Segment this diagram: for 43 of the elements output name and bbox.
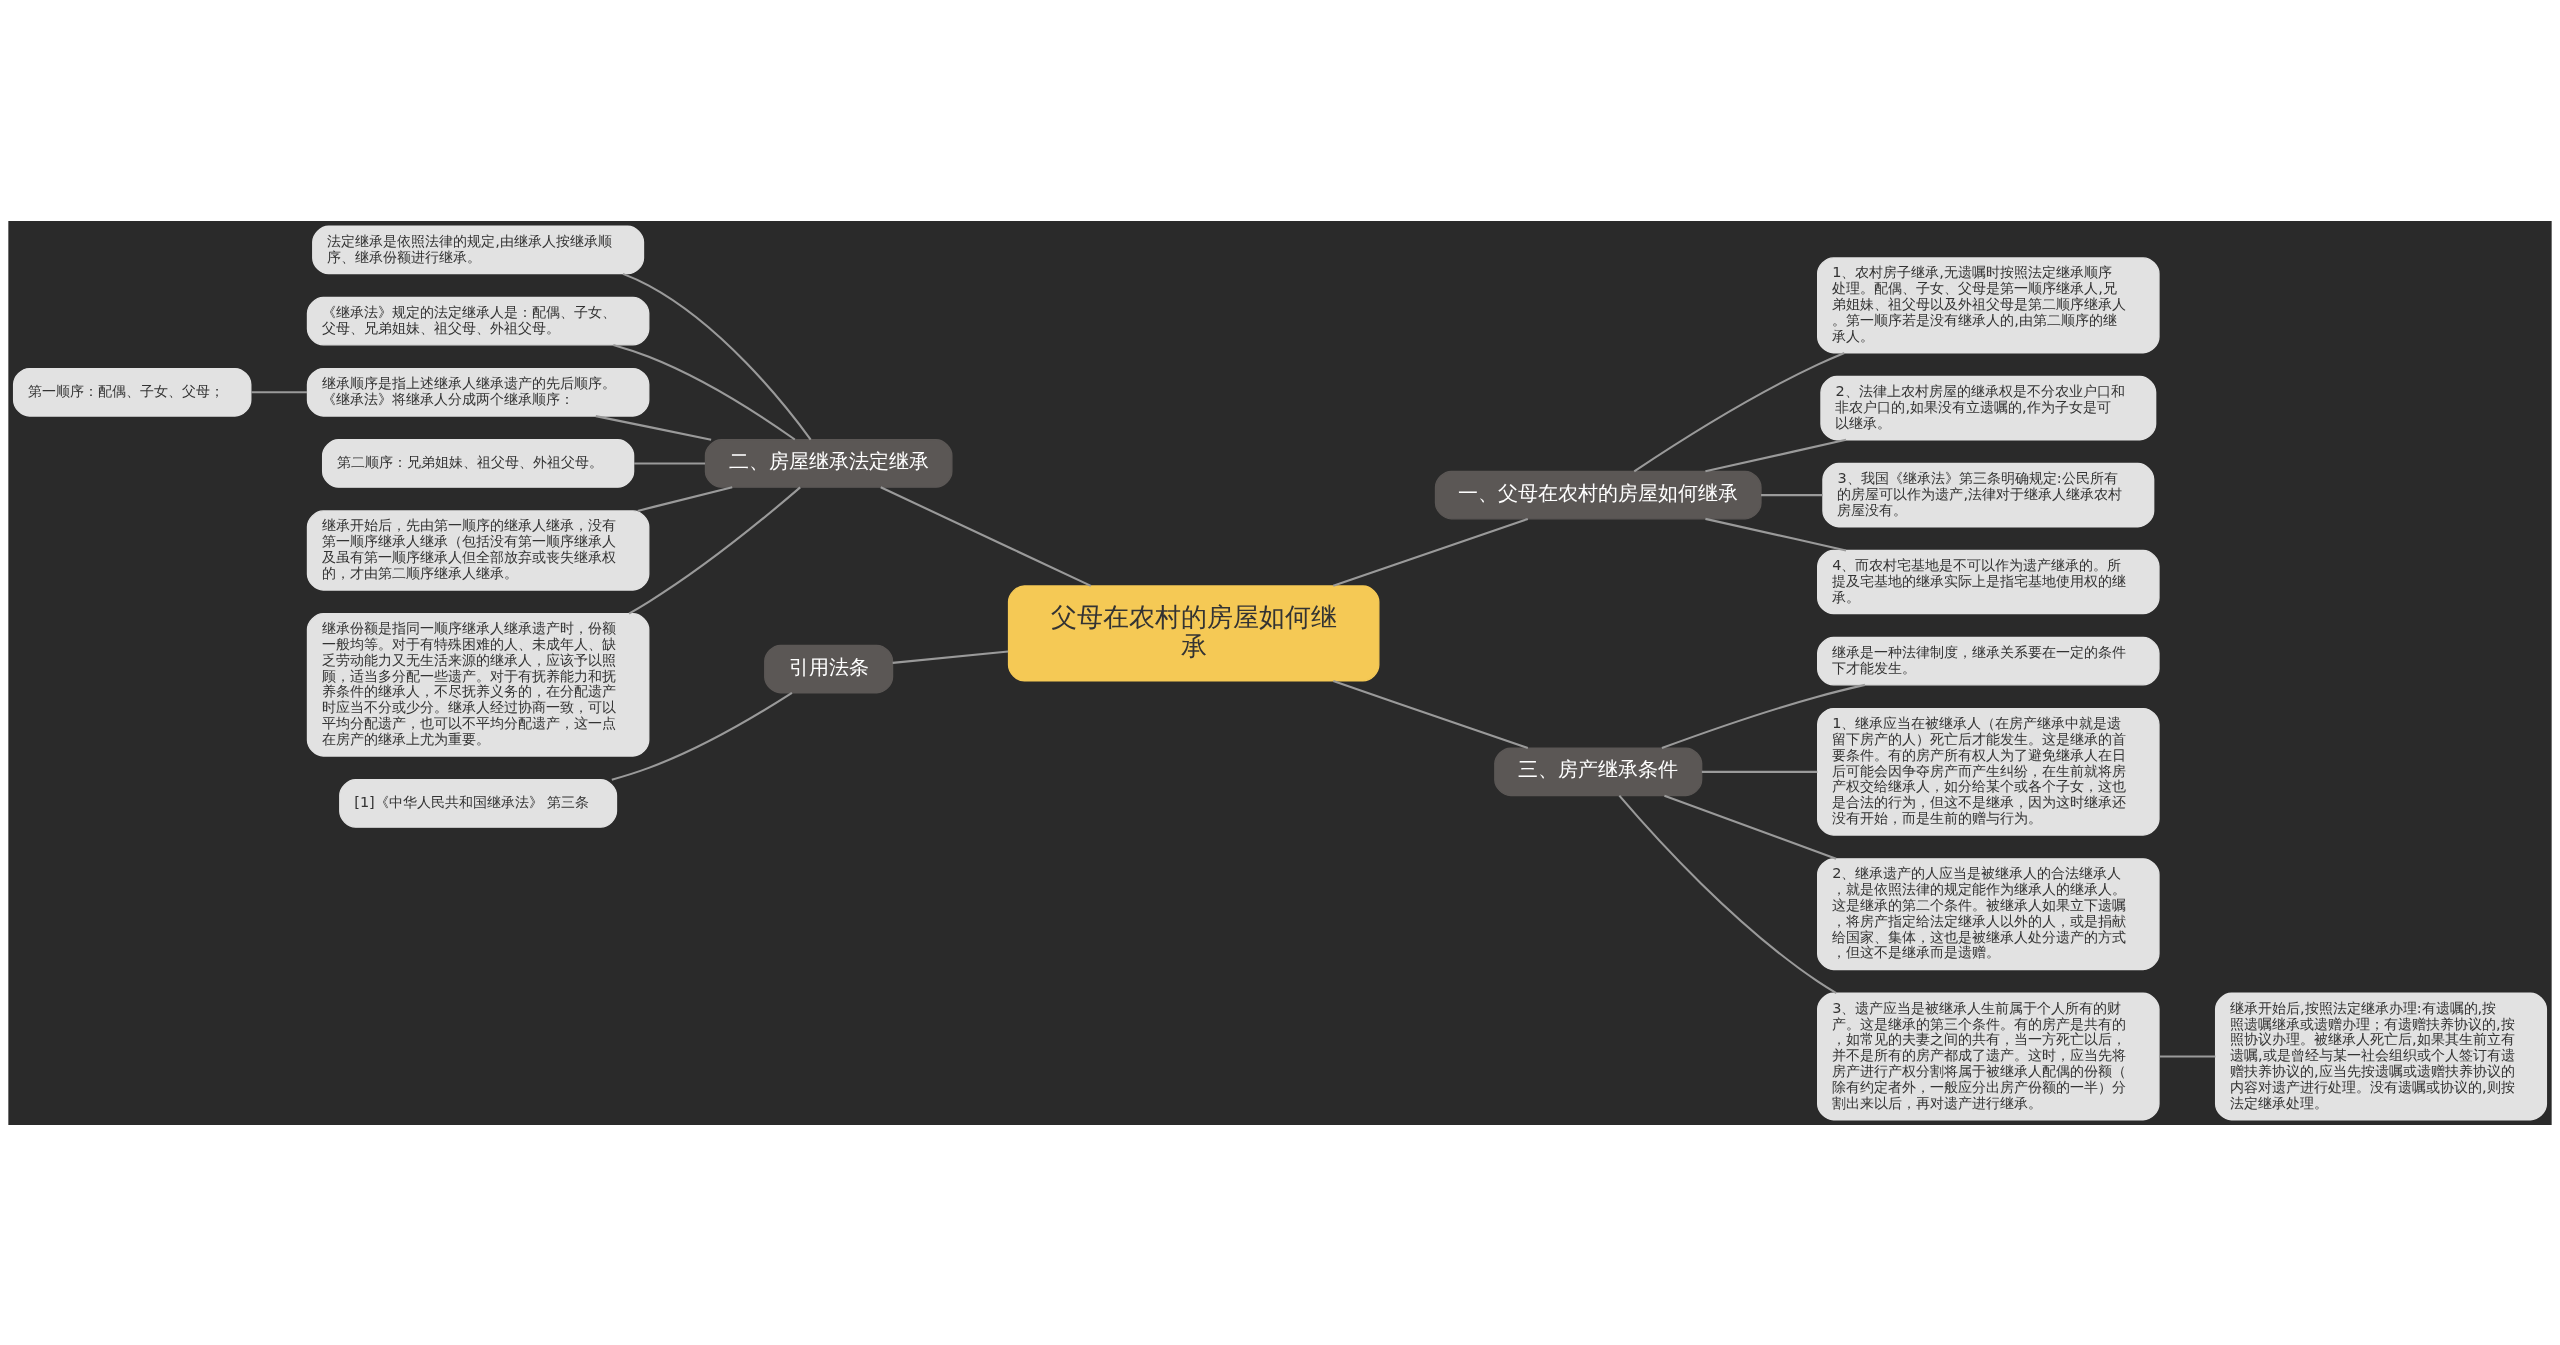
node-box: [1]《中华人民共和国继承法》 第三条 xyxy=(339,778,618,828)
connector xyxy=(628,486,801,615)
connector xyxy=(1661,683,1866,749)
node-box: 继承开始后，先由第一顺序的继承人继承，没有第一顺序继承人继承（包括没有第一顺序继承人及虽有第一顺序继承人但全部放弃或丧失继承权的，才由第二顺序继承人继承。 xyxy=(306,509,650,591)
connector xyxy=(1633,351,1845,472)
connector xyxy=(1332,517,1529,587)
connector xyxy=(634,461,706,465)
connector xyxy=(611,691,793,781)
node-box: 《继承法》规定的法定继承人是：配偶、子女、父母、兄弟姐妹、祖父母、外祖父母。 xyxy=(306,296,650,346)
connector xyxy=(622,272,812,440)
node-box: 第一顺序：配偶、子女、父母； xyxy=(12,367,252,417)
node-box: 二、房屋继承法定继承 xyxy=(704,438,953,488)
connector xyxy=(251,390,308,393)
node-box: 法定继承是依照法律的规定,由继承人按继承顺序、继承份额进行继承。 xyxy=(312,225,645,274)
node-box: 4、而农村宅基地是不可以作为遗产继承的。所提及宅基地的继承实际上是指宅基地使用权的继承。 xyxy=(1817,549,2160,614)
node-box: 继承开始后,按照法定继承办理:有遗嘱的,按照遗嘱继承或遗赠办理；有遗赠扶养协议的,按照协议办理。被继承人死亡后,如果其生前立有遗嘱,或是曾经与某一社会组织或个人签订有遗赠扶养协议的,应当先按遗嘱或遗赠扶养协议的内容对遗产进行处理。没有遗嘱或协议的,则按法定继承处理。 xyxy=(2214,992,2548,1120)
node-box: 第二顺序：兄弟姐妹、祖父母、外祖父母。 xyxy=(321,438,635,488)
node-box: 引用法条 xyxy=(764,644,894,693)
node-box: 2、继承遗产的人应当是被继承人的合法继承人，就是依照法律的规定能作为继承人的继承人。这是继承的第二个条件。被继承人如果立下遗嘱，将房产指定给法定继承人以外的人，或是捐献给国家、集体，这也是被继承人处分遗产的方式，但这不是继承而是遗赠。 xyxy=(1817,857,2160,970)
node-box: 父母在农村的房屋如何继承 xyxy=(1007,584,1380,682)
connector xyxy=(880,485,1092,587)
connector xyxy=(2159,1054,2216,1058)
node-box: 3、我国《继承法》第三条明确规定:公民所有的房屋可以作为遗产,法律对于继承人继承农村房屋没有。 xyxy=(1822,462,2155,527)
node-box: 继承顺序是指上述继承人继承遗产的先后顺序。《继承法》将继承人分成两个继承顺序： xyxy=(306,367,650,417)
connector xyxy=(1618,794,1837,994)
node-box: 1、继承应当在被继承人（在房产继承中就是遗留下房产的人）死亡后才能发生。这是继承的首要条件。有的房产所有权人为了避免继承人在日后可能会因争夺房产而产生纠纷，在生前就将房产权交给继承人，如分给某个或各个子女，这也是合法的行为，但这不是继承，因为这时继承还没有开始，而是生前的赠与行为。 xyxy=(1817,707,2160,836)
connector xyxy=(1705,438,1847,472)
connector xyxy=(892,650,1009,664)
node-box: 3、遗产应当是被继承人生前属于个人所有的财产。这是继承的第三个条件。有的房产是共有的，如常见的夫妻之间的共有，当一方死亡以后，并不是所有的房产都成了遗产。这时，应当先将房产进行产权分割将属于被继承人配偶的份额（除有约定者外，一般应分出房产份额的一半）分割出来以后，再对遗产进行继承。 xyxy=(1817,992,2160,1120)
node-box: 继承是一种法律制度，继承关系要在一定的条件下才能发生。 xyxy=(1817,636,2160,685)
connector xyxy=(613,343,796,440)
connector xyxy=(595,414,712,441)
connector xyxy=(1332,679,1529,749)
node-box: 一、父母在农村的房屋如何继承 xyxy=(1434,470,1762,519)
connector xyxy=(1701,770,1818,773)
node-box: 2、法律上农村房屋的继承权是不分农业户口和非农户口的,如果没有立遗嘱的,作为子女是可以继承。 xyxy=(1820,375,2157,440)
node-box: 1、农村房子继承,无遗嘱时按照法定继承顺序处理。配偶、子女、父母是第一顺序继承人,兄弟姐妹、祖父母以及外祖父母是第二顺序继承人。第一顺序若是没有继承人的,由第二顺序的继承人。 xyxy=(1817,256,2160,353)
connector xyxy=(1761,493,1823,496)
node-box: 三、房产继承条件 xyxy=(1494,746,1703,796)
connector xyxy=(1705,517,1847,551)
connector xyxy=(1664,794,1837,860)
node-box: 继承份额是指同一顺序继承人继承遗产时，份额一般均等。对于有特殊困难的人、未成年人、缺乏劳动能力又无生活来源的继承人，应该予以照顾，适当多分配一些遗产。对于有抚养能力和抚养条件的继承人，不尽抚养义务的，在分配遗产时应当不分或少分。继承人经过协商一致，可以平均分配遗产，也可以不平均分配遗产，这一点在房产的继承上尤为重要。 xyxy=(306,612,650,757)
connector xyxy=(637,485,733,512)
